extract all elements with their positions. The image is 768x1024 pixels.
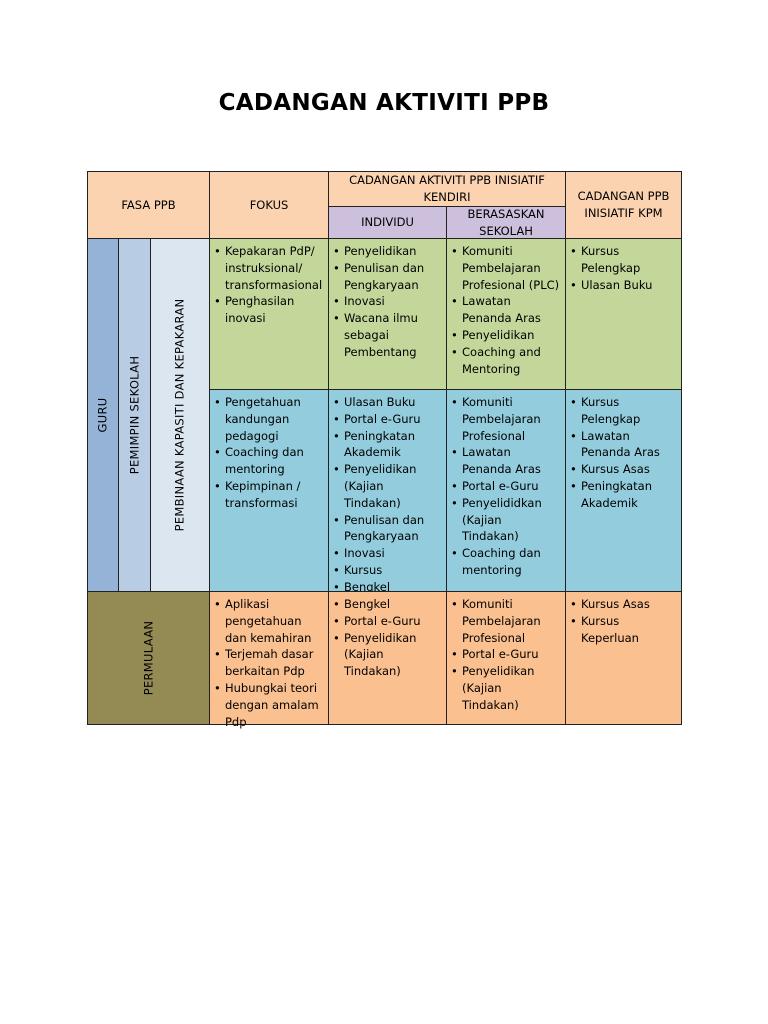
list-item: Hubungkai teori dengan amalam Pdp — [214, 680, 324, 730]
list-item: Kepakaran PdP/ instruksional/ transforma… — [214, 243, 324, 293]
row2-sekolah: Komuniti Pembelajaran ProfesionalLawatan… — [446, 389, 566, 592]
list-item: Penyelididkan (Kajian Tindakan) — [451, 495, 561, 545]
bullet-list: Kepakaran PdP/ instruksional/ transforma… — [210, 239, 328, 327]
bullet-list: Kursus PelengkapLawatan Penanda ArasKurs… — [566, 390, 681, 512]
header-sekolah-label: BERASASKAN SEKOLAH — [467, 206, 545, 238]
list-item: Peningkatan Akademik — [333, 428, 442, 462]
phase-pemimpin-sekolah: PEMIMPIN SEKOLAH — [118, 238, 151, 592]
phase-guru-label: GURU — [95, 397, 110, 433]
bullet-list: Ulasan BukuPortal e-GuruPeningkatan Akad… — [329, 390, 446, 596]
list-item: Aplikasi pengetahuan dan kemahiran — [214, 596, 324, 646]
row2-fokus: Pengetahuan kandungan pedagogiCoaching d… — [209, 389, 329, 592]
list-item: Kursus Asas — [570, 596, 677, 613]
list-item: Kursus — [333, 562, 442, 579]
list-item: Pengetahuan kandungan pedagogi — [214, 394, 324, 444]
header-inisiatif-kpm: CADANGAN PPB INISIATIF KPM — [565, 171, 682, 239]
bullet-list: Komuniti Pembelajaran Profesional (PLC)L… — [447, 239, 565, 377]
list-item: Kepimpinan / transformasi — [214, 478, 324, 512]
bullet-list: Komuniti Pembelajaran ProfesionalPortal … — [447, 592, 565, 714]
list-item: Portal e-Guru — [333, 613, 442, 630]
row1-sekolah: Komuniti Pembelajaran Profesional (PLC)L… — [446, 238, 566, 390]
list-item: Peningkatan Akademik — [570, 478, 677, 512]
list-item: Kursus Keperluan — [570, 613, 677, 647]
list-item: Penyelidikan — [333, 243, 442, 260]
list-item: Kursus Asas — [570, 461, 677, 478]
list-item: Kursus Pelengkap — [570, 243, 677, 277]
phase-pembinaan-kapasiti: PEMBINAAN KAPASITI DAN KEPAKARAN — [150, 238, 210, 592]
header-fasa-label: FASA PPB — [121, 197, 176, 212]
row1-individu: PenyelidikanPenulisan dan PengkaryaanIno… — [328, 238, 447, 390]
list-item: Coaching and Mentoring — [451, 344, 561, 378]
header-kendiri-label: CADANGAN AKTIVITI PPB INISIATIF KENDIRI — [349, 173, 545, 204]
phase-pemimpin-label: PEMIMPIN SEKOLAH — [127, 355, 142, 475]
list-item: Coaching dan mentoring — [214, 444, 324, 478]
list-item: Coaching dan mentoring — [451, 545, 561, 579]
row2-kpm: Kursus PelengkapLawatan Penanda ArasKurs… — [565, 389, 682, 592]
bullet-list: BengkelPortal e-GuruPenyelidikan (Kajian… — [329, 592, 446, 680]
row3-kpm: Kursus AsasKursus Keperluan — [565, 591, 682, 725]
bullet-list: PenyelidikanPenulisan dan PengkaryaanIno… — [329, 239, 446, 361]
row3-fokus: Aplikasi pengetahuan dan kemahiranTerjem… — [209, 591, 329, 729]
row2-individu: Ulasan BukuPortal e-GuruPeningkatan Akad… — [328, 389, 447, 595]
bullet-list: Kursus PelengkapUlasan Buku — [566, 239, 681, 293]
phase-permulaan: PERMULAAN — [87, 591, 210, 725]
header-kpm-label: CADANGAN PPB INISIATIF KPM — [577, 189, 670, 220]
list-item: Ulasan Buku — [570, 277, 677, 294]
bullet-list: Aplikasi pengetahuan dan kemahiranTerjem… — [210, 592, 328, 730]
list-item: Penyelidikan (Kajian Tindakan) — [333, 630, 442, 680]
list-item: Lawatan Penanda Aras — [451, 444, 561, 478]
list-item: Penyelidikan (Kajian Tindakan) — [451, 663, 561, 713]
header-fokus-label: FOKUS — [249, 197, 289, 212]
list-item: Lawatan Penanda Aras — [570, 428, 677, 462]
list-item: Komuniti Pembelajaran Profesional (PLC) — [451, 243, 561, 293]
row3-sekolah: Komuniti Pembelajaran ProfesionalPortal … — [446, 591, 566, 725]
header-individu-label: INDIVIDU — [361, 215, 414, 230]
phase-guru: GURU — [87, 238, 119, 592]
header-individu: INDIVIDU — [328, 206, 447, 239]
phase-pembinaan-label: PEMBINAAN KAPASITI DAN KEPAKARAN — [172, 298, 187, 532]
list-item: Inovasi — [333, 545, 442, 562]
list-item: Portal e-Guru — [451, 478, 561, 495]
list-item: Portal e-Guru — [451, 646, 561, 663]
list-item: Penghasilan inovasi — [214, 293, 324, 327]
list-item: Portal e-Guru — [333, 411, 442, 428]
list-item: Inovasi — [333, 293, 442, 310]
header-fokus: FOKUS — [209, 171, 329, 239]
list-item: Terjemah dasar berkaitan Pdp — [214, 646, 324, 680]
header-berasaskan-sekolah: BERASASKAN SEKOLAH — [446, 206, 566, 239]
phase-permulaan-label: PERMULAAN — [141, 620, 156, 696]
page-title: CADANGAN AKTIVITI PPB — [218, 90, 550, 116]
list-item: Penyelidikan — [451, 327, 561, 344]
list-item: Bengkel — [333, 579, 442, 596]
row1-kpm: Kursus PelengkapUlasan Buku — [565, 238, 682, 390]
row3-individu: BengkelPortal e-GuruPenyelidikan (Kajian… — [328, 591, 447, 725]
bullet-list: Pengetahuan kandungan pedagogiCoaching d… — [210, 390, 328, 512]
list-item: Komuniti Pembelajaran Profesional — [451, 394, 561, 444]
list-item: Wacana ilmu sebagai Pembentang — [333, 310, 442, 360]
header-inisiatif-kendiri: CADANGAN AKTIVITI PPB INISIATIF KENDIRI — [328, 171, 566, 207]
list-item: Lawatan Penanda Aras — [451, 293, 561, 327]
row1-fokus: Kepakaran PdP/ instruksional/ transforma… — [209, 238, 329, 390]
list-item: Ulasan Buku — [333, 394, 442, 411]
list-item: Kursus Pelengkap — [570, 394, 677, 428]
list-item: Komuniti Pembelajaran Profesional — [451, 596, 561, 646]
list-item: Penulisan dan Pengkaryaan — [333, 512, 442, 546]
bullet-list: Kursus AsasKursus Keperluan — [566, 592, 681, 646]
list-item: Penulisan dan Pengkaryaan — [333, 260, 442, 294]
list-item: Penyelidikan (Kajian Tindakan) — [333, 461, 442, 511]
bullet-list: Komuniti Pembelajaran ProfesionalLawatan… — [447, 390, 565, 579]
header-fasa-ppb: FASA PPB — [87, 171, 210, 239]
list-item: Bengkel — [333, 596, 442, 613]
